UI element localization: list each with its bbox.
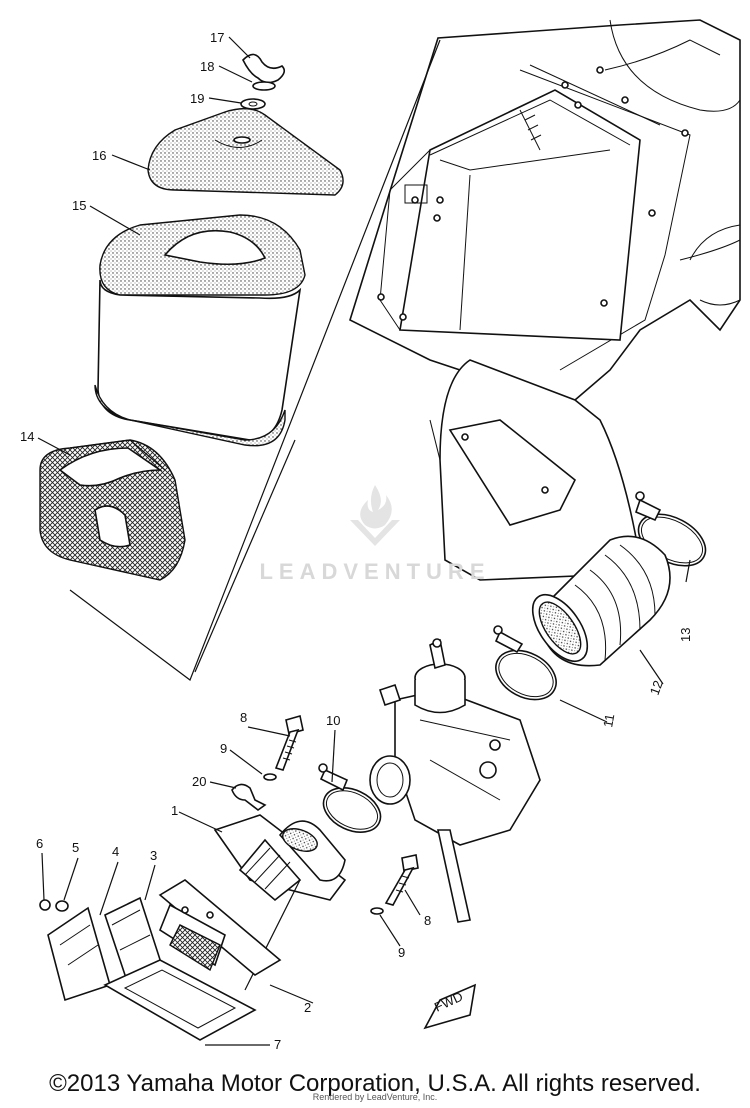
callout-19: 19 <box>190 91 204 106</box>
screw-6 <box>39 899 51 911</box>
bolt-8-upper <box>274 714 304 771</box>
copyright-text: ©2013 Yamaha Motor Corporation, U.S.A. A… <box>49 1070 701 1097</box>
callout-6: 6 <box>36 836 43 851</box>
callout-9-lower: 9 <box>398 945 405 960</box>
fwd-arrow: FWD <box>423 983 477 1030</box>
assembly-frame-line <box>194 439 296 673</box>
callout-2: 2 <box>304 1000 311 1015</box>
callout-4: 4 <box>112 844 119 859</box>
filter-guide-14 <box>39 439 186 581</box>
gasket-7 <box>103 959 257 1041</box>
manifold-1 <box>213 814 347 991</box>
callout-18: 18 <box>200 59 214 74</box>
carburetor <box>369 638 541 923</box>
callout-10: 10 <box>326 713 340 728</box>
bolt-8-lower <box>384 854 419 906</box>
cover-16 <box>147 107 344 196</box>
callout-20: 20 <box>192 774 206 789</box>
callout-3: 3 <box>150 848 157 863</box>
callout-12: 12 <box>647 678 666 697</box>
clamp-11 <box>493 625 557 701</box>
callout-labels: 17 18 19 16 15 14 13 12 11 10 8 9 20 1 8… <box>20 30 693 1052</box>
callout-13: 13 <box>678 628 693 642</box>
reed-4 <box>47 906 111 1002</box>
air-box <box>349 19 741 581</box>
callout-5: 5 <box>72 840 79 855</box>
callout-11: 11 <box>600 713 617 729</box>
washer-9-upper <box>263 773 277 781</box>
clamp-10 <box>318 763 382 833</box>
footer: ©2013 Yamaha Motor Corporation, U.S.A. A… <box>0 1068 750 1104</box>
washer-18 <box>252 81 276 91</box>
callout-16: 16 <box>92 148 106 163</box>
washer-9-lower <box>370 907 384 915</box>
cable-holder-20 <box>231 783 267 811</box>
leader-lines <box>37 36 691 1046</box>
exploded-parts-diagram: FWD 17 18 19 16 15 14 13 12 11 <box>20 19 741 1052</box>
callout-8-lower: 8 <box>424 913 431 928</box>
callout-14: 14 <box>20 429 34 444</box>
washer-5 <box>55 900 69 912</box>
callout-9-upper: 9 <box>220 741 227 756</box>
callout-1: 1 <box>171 803 178 818</box>
callout-7: 7 <box>274 1037 281 1052</box>
air-filter-element-15 <box>94 214 306 447</box>
rendered-by-text: Rendered by LeadVenture, Inc. <box>312 1092 438 1102</box>
callout-15: 15 <box>72 198 86 213</box>
joint-12 <box>531 535 671 667</box>
washer-19 <box>240 98 266 110</box>
callout-17: 17 <box>210 30 224 45</box>
assembly-frame-line <box>69 39 441 681</box>
wing-nut-17 <box>242 53 286 84</box>
reed-valve-2 <box>158 879 282 976</box>
callout-8-upper: 8 <box>240 710 247 725</box>
